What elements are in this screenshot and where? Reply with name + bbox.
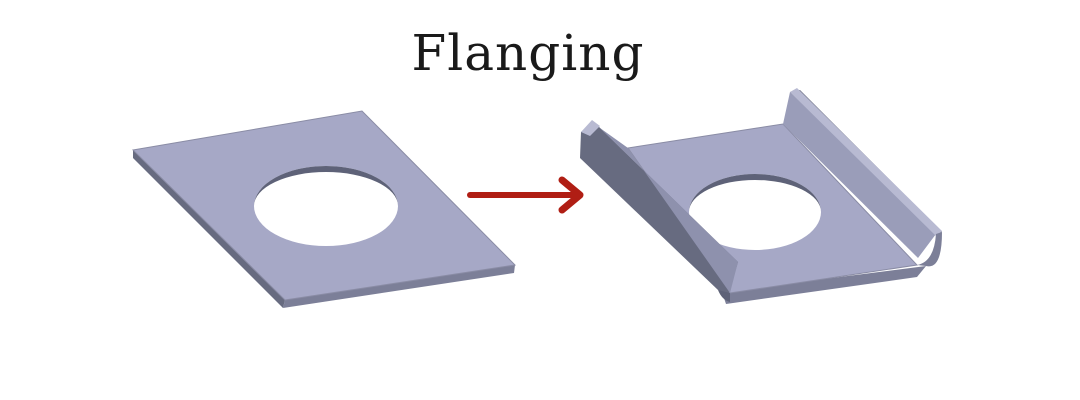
right-flange-bend <box>917 232 942 267</box>
right-flange-rim <box>790 88 942 236</box>
diagram-title: Flanging <box>411 24 645 82</box>
flat-sheet-hole <box>254 166 398 246</box>
left-flange-rim <box>581 120 600 136</box>
flat-sheet-left-edge <box>133 150 285 308</box>
left-flange-bend <box>718 290 730 302</box>
right-arrow-icon <box>467 176 584 214</box>
flanged-sheet-hole <box>689 174 821 250</box>
flanged-sheet-bottom-edge <box>722 266 926 304</box>
flat-sheet-hole-wall <box>254 166 398 206</box>
right-flange-inner-face <box>783 92 936 258</box>
flat-sheet-bottom-edge <box>283 265 515 308</box>
flat-sheet-with-hole-icon <box>131 110 517 308</box>
flanged-sheet-hole-wall <box>689 174 821 212</box>
left-flange-outer-face <box>580 122 738 296</box>
flanged-sheet-with-hole-icon <box>580 88 942 304</box>
left-flange-inner-strip <box>600 128 738 293</box>
